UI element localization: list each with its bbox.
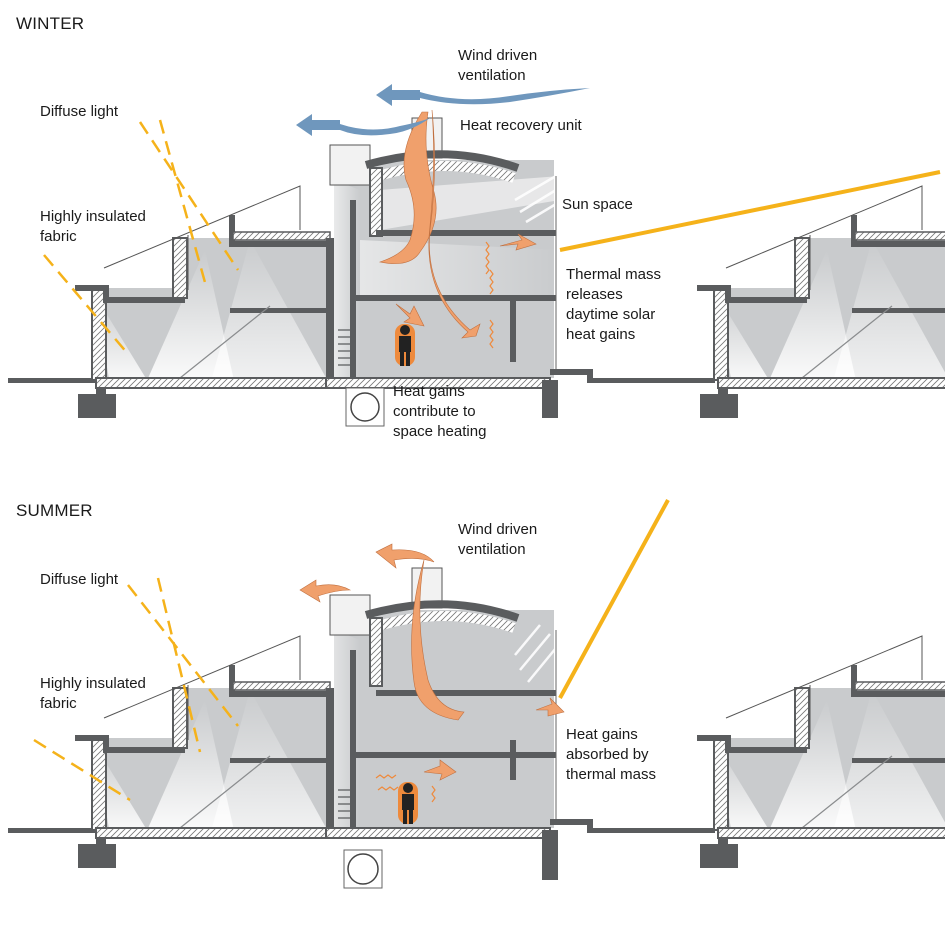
- winter-person-icon: [395, 324, 415, 366]
- summer-right-house: [697, 636, 945, 868]
- winter-right-house: [697, 186, 945, 418]
- winter-sun-space-label: Sun space: [562, 196, 633, 213]
- winter-heat-gains-label: Heat gains contribute to space heating: [393, 383, 487, 440]
- summer-left-house: [75, 636, 334, 868]
- summer-insulated-fabric-label: Highly insulated fabric: [40, 675, 146, 712]
- winter-section: [8, 84, 945, 427]
- summer-title: SUMMER: [16, 501, 93, 520]
- summer-wind-label: Wind driven ventilation: [458, 521, 538, 558]
- winter-heat-recovery-label: Heat recovery unit: [460, 117, 582, 134]
- winter-diffuse-light-label: Diffuse light: [40, 103, 119, 120]
- summer-diffuse-light-label: Diffuse light: [40, 571, 119, 588]
- summer-person-icon: [398, 782, 418, 824]
- summer-section: [8, 499, 945, 889]
- winter-insulated-fabric-label: Highly insulated fabric: [40, 208, 146, 245]
- winter-title: WINTER: [16, 14, 85, 33]
- summer-heat-gains-label: Heat gains absorbed by thermal mass: [566, 726, 657, 783]
- winter-thermal-mass-label: Thermal mass releases daytime solar heat…: [566, 266, 662, 343]
- winter-wind-label: Wind driven ventilation: [458, 47, 538, 84]
